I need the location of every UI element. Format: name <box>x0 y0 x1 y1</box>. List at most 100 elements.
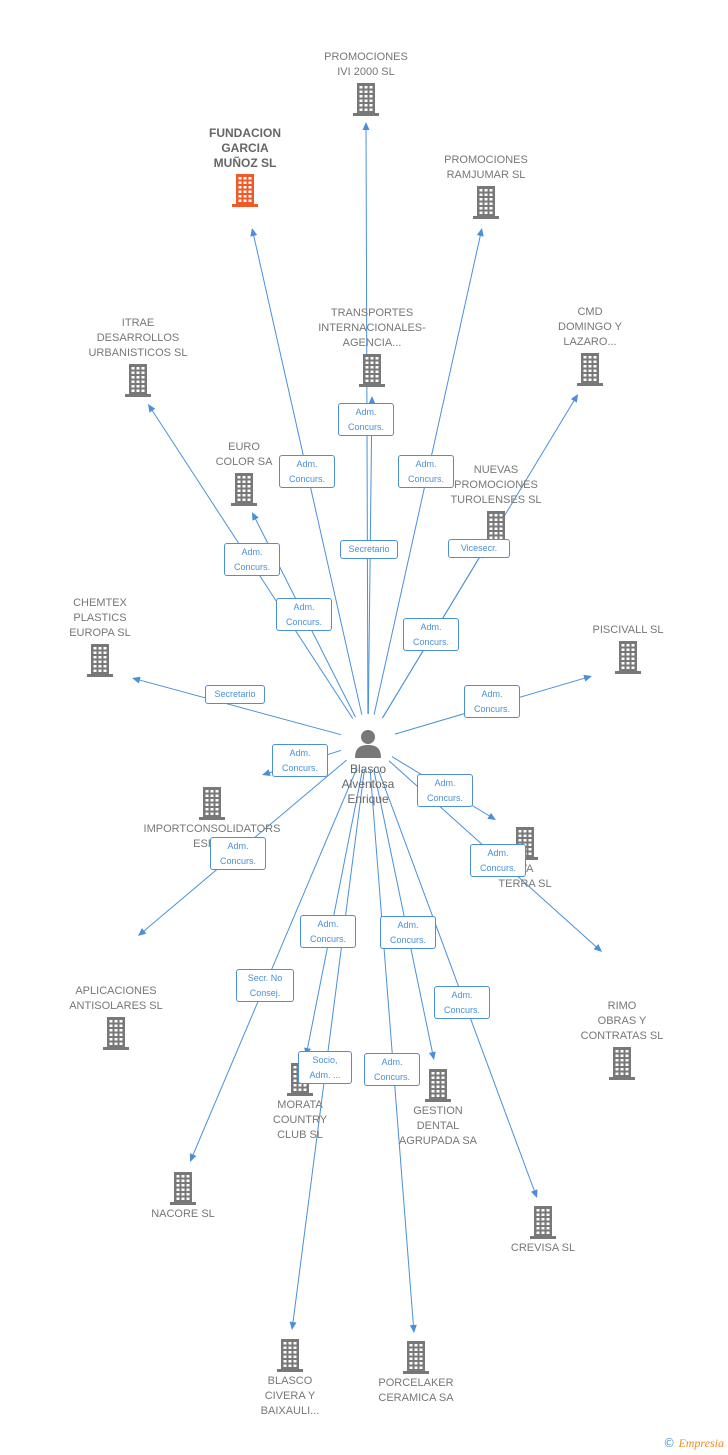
company-node-chemtex[interactable]: CHEMTEX PLASTICS EUROPA SL <box>20 596 180 679</box>
edge-label-rimo[interactable]: Adm. Concurs. <box>470 844 526 877</box>
building-icon <box>58 363 218 397</box>
person-icon <box>355 730 381 758</box>
company-name: RIMO OBRAS Y CONTRATAS SL <box>580 1000 664 1042</box>
company-node-porcelaker[interactable]: PORCELAKER CERAMICA SA <box>336 1338 496 1406</box>
company-node-promociones-ivi[interactable]: PROMOCIONES IVI 2000 SL <box>286 50 446 118</box>
company-node-piscivall[interactable]: PISCIVALL SL <box>548 623 708 676</box>
company-name: FUNDACION GARCIA MUÑOZ SL <box>209 126 281 170</box>
building-icon <box>20 643 180 677</box>
edge-label-nacore[interactable]: Secr. No Consej. <box>236 969 294 1002</box>
edge-label-crevisa[interactable]: Adm. Concurs. <box>434 986 490 1019</box>
building-icon <box>165 173 325 207</box>
edge-arrow-porcelaker <box>409 1324 417 1333</box>
edge-label-chemtex[interactable]: Secretario <box>205 685 265 704</box>
edge-label-ramjumar[interactable]: Adm. Concurs. <box>398 455 454 488</box>
edge-label-piscivall[interactable]: Adm. Concurs. <box>464 685 520 718</box>
edge-label-cmd[interactable]: Vicesecr. <box>448 539 510 558</box>
edge-arrow-chemtex <box>132 676 141 684</box>
company-name: ITRAE DESARROLLOS URBANISTICOS SL <box>88 317 188 359</box>
company-node-nacore[interactable]: NACORE SL <box>103 1169 263 1222</box>
building-icon <box>164 472 324 506</box>
company-node-aplicaciones[interactable]: APLICACIONES ANTISOLARES SL <box>36 984 196 1052</box>
building-icon <box>463 1205 623 1239</box>
edge-label-itrae[interactable]: Adm. Concurs. <box>224 543 280 576</box>
edge-arrow-cmd <box>570 394 578 403</box>
edge-arrow-piscivall <box>583 674 592 682</box>
edge-label-gestion[interactable]: Adm. Concurs. <box>380 916 436 949</box>
company-name: CHEMTEX PLASTICS EUROPA SL <box>69 597 131 639</box>
company-node-transportes[interactable]: TRANSPORTES INTERNACIONALES- AGENCIA... <box>292 306 452 389</box>
edge-line-porcelaker <box>369 769 415 1328</box>
company-name: PORCELAKER CERAMICA SA <box>378 1377 454 1404</box>
edge-label-porcelaker[interactable]: Adm. Concurs. <box>364 1053 420 1086</box>
edge-arrow-fundacion <box>250 228 258 237</box>
company-name: NUEVAS PROMOCIONES TUROLENSES SL <box>450 464 542 506</box>
edge-label-iva-terra[interactable]: Adm. Concurs. <box>417 774 473 807</box>
building-icon <box>542 1046 702 1080</box>
edge-label-aplicaciones[interactable]: Adm. Concurs. <box>210 837 266 870</box>
company-name: PROMOCIONES IVI 2000 SL <box>324 51 408 78</box>
company-name: APLICACIONES ANTISOLARES SL <box>69 985 163 1012</box>
person-name: Blasco Alventosa Enrique <box>341 762 395 806</box>
company-name: GESTION DENTAL AGRUPADA SA <box>398 1105 478 1147</box>
edge-label-euro-color[interactable]: Adm. Concurs. <box>276 598 332 631</box>
company-node-ramjumar[interactable]: PROMOCIONES RAMJUMAR SL <box>406 153 566 221</box>
company-name: EURO COLOR SA <box>215 441 273 468</box>
edge-label-promociones-ivi[interactable]: Secretario <box>340 540 398 559</box>
company-node-itrae[interactable]: ITRAE DESARROLLOS URBANISTICOS SL <box>58 316 218 399</box>
company-node-gestion[interactable]: GESTION DENTAL AGRUPADA SA <box>358 1066 518 1149</box>
edge-label-blasco-civera[interactable]: Socio, Adm. ... <box>298 1051 352 1084</box>
building-icon <box>292 353 452 387</box>
edge-arrow-transportes <box>368 396 376 405</box>
building-icon <box>210 1338 370 1372</box>
edge-line-morata <box>306 769 364 1051</box>
brand-footer: © Empresia <box>663 1436 724 1451</box>
edge-arrow-nacore <box>189 1153 197 1162</box>
copyright-symbol: © <box>663 1436 676 1450</box>
company-node-fundacion[interactable]: FUNDACION GARCIA MUÑOZ SL <box>165 126 325 209</box>
building-icon <box>406 185 566 219</box>
company-node-cmd[interactable]: CMD DOMINGO Y LAZARO... <box>510 305 670 388</box>
edge-line-nacore <box>191 767 358 1157</box>
building-icon <box>510 352 670 386</box>
edge-arrow-crevisa <box>530 1189 538 1198</box>
building-icon <box>132 786 292 820</box>
company-node-rimo[interactable]: RIMO OBRAS Y CONTRATAS SL <box>542 999 702 1082</box>
person-node[interactable]: Blasco Alventosa Enrique <box>330 728 406 807</box>
edge-arrow-aplicaciones <box>138 928 147 936</box>
brand-logo: Empresia <box>678 1436 724 1450</box>
edge-label-transportes[interactable]: Adm. Concurs. <box>338 403 394 436</box>
company-name: MORATA COUNTRY CLUB SL <box>272 1099 328 1141</box>
edge-line-chemtex <box>137 679 342 736</box>
company-name: CREVISA SL <box>510 1242 576 1254</box>
edge-arrow-ramjumar <box>476 228 484 237</box>
edge-arrow-gestion <box>428 1051 436 1060</box>
edge-line-gestion <box>373 769 434 1055</box>
edge-line-crevisa <box>377 768 536 1193</box>
edge-arrow-rimo <box>593 944 602 952</box>
edge-line-blasco-civera <box>292 769 365 1325</box>
edge-label-nuevas[interactable]: Adm. Concurs. <box>403 618 459 651</box>
edge-label-importconsoladators[interactable]: Adm. Concurs. <box>272 744 328 777</box>
edge-arrow-promociones-ivi <box>362 122 370 131</box>
company-node-nuevas[interactable]: NUEVAS PROMOCIONES TUROLENSES SL <box>416 463 576 546</box>
edge-label-fundacion[interactable]: Adm. Concurs. <box>279 455 335 488</box>
building-icon <box>548 640 708 674</box>
building-icon <box>336 1340 496 1374</box>
company-node-blasco-civera[interactable]: BLASCO CIVERA Y BAIXAULI... <box>210 1336 370 1419</box>
company-name: BLASCO CIVERA Y BAIXAULI... <box>260 1375 320 1417</box>
company-node-euro-color[interactable]: EURO COLOR SA <box>164 440 324 508</box>
edge-arrow-euro-color <box>252 512 259 521</box>
building-icon <box>36 1016 196 1050</box>
edge-arrow-importconsoladators <box>262 769 271 776</box>
edge-arrow-itrae <box>148 404 156 413</box>
company-name: PISCIVALL SL <box>592 624 664 636</box>
company-node-crevisa[interactable]: CREVISA SL <box>463 1203 623 1256</box>
edge-arrow-iva-terra <box>487 812 496 820</box>
company-name: TRANSPORTES INTERNACIONALES- AGENCIA... <box>318 307 426 349</box>
building-icon <box>103 1171 263 1205</box>
building-icon <box>358 1068 518 1102</box>
company-name: PROMOCIONES RAMJUMAR SL <box>444 154 528 181</box>
company-name: NACORE SL <box>151 1208 215 1220</box>
edge-label-morata[interactable]: Adm. Concurs. <box>300 915 356 948</box>
